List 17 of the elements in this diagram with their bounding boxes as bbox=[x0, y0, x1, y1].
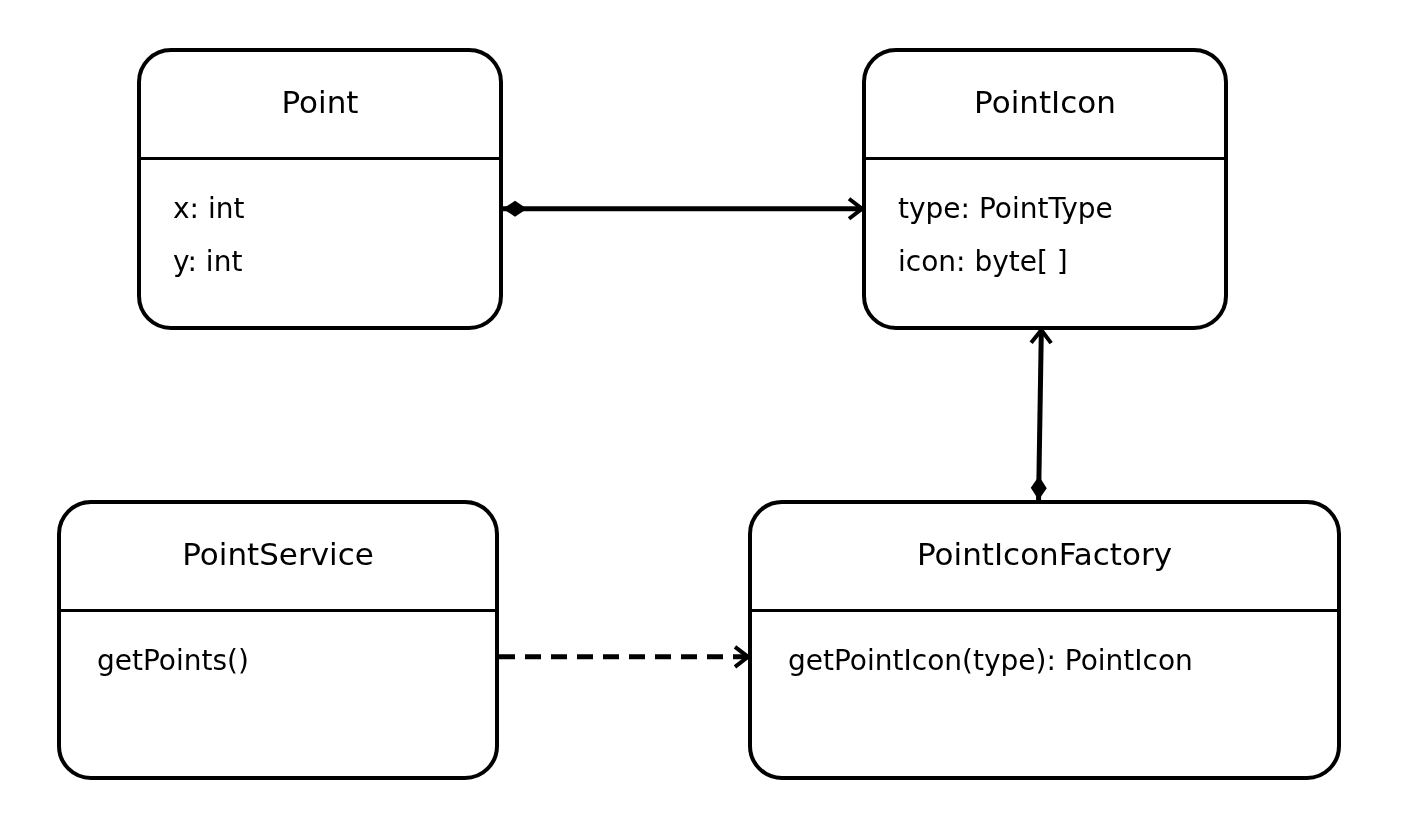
class-member: x: int bbox=[173, 191, 245, 227]
class-member: getPointIcon(type): PointIcon bbox=[788, 643, 1193, 679]
class-member: getPoints() bbox=[97, 643, 249, 679]
class-box bbox=[748, 500, 1341, 780]
class-member: type: PointType bbox=[898, 191, 1113, 227]
dependency-arrow bbox=[499, 644, 750, 669]
composition-arrow bbox=[503, 196, 864, 221]
class-name: PointIcon bbox=[973, 84, 1117, 120]
class-name: Point bbox=[280, 84, 360, 120]
class-member: icon: byte[ ] bbox=[898, 244, 1068, 280]
class-member: y: int bbox=[173, 244, 243, 280]
class-box bbox=[862, 48, 1228, 330]
class-box bbox=[137, 48, 503, 330]
class-box bbox=[57, 500, 499, 780]
class-name: PointService bbox=[181, 536, 375, 572]
class-name: PointIconFactory bbox=[916, 536, 1173, 572]
composition-arrow bbox=[1029, 328, 1054, 501]
